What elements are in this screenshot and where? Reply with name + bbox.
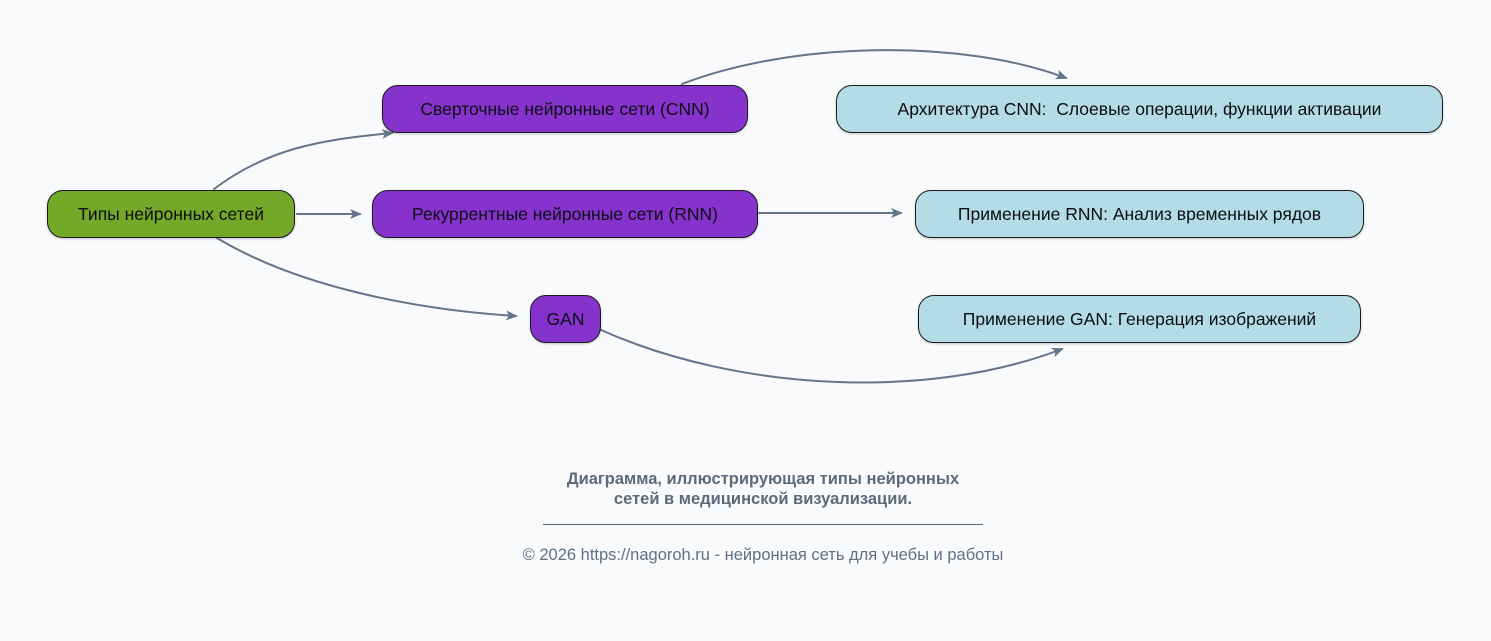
node-cnn-label: Сверточные нейронные сети (CNN) xyxy=(420,98,710,119)
node-rnn-application-label: Применение RNN: Анализ временных рядов xyxy=(957,203,1322,224)
diagram-caption: Диаграмма, иллюстрирующая типы нейронных… xyxy=(567,469,959,509)
node-neural-network-types: Типы нейронных сетей xyxy=(47,190,295,238)
copyright-text: © 2026 https://nagoroh.ru - нейронная се… xyxy=(522,546,1004,564)
node-rnn-application: Применение RNN: Анализ временных рядов xyxy=(915,190,1364,238)
edge-root-to-cnn xyxy=(213,128,394,190)
node-rnn: Рекуррентные нейронные сети (RNN) xyxy=(372,190,758,238)
diagram-caption-line2: сетей в медицинской визуализации. xyxy=(613,490,913,508)
node-cnn-architecture-label: Архитектура CNN: Слоевые операции, функц… xyxy=(897,98,1382,119)
node-gan-label: GAN xyxy=(546,308,585,329)
edge-cnn-to-cnn-detail xyxy=(681,49,1068,85)
node-gan: GAN xyxy=(530,295,601,343)
node-cnn-architecture: Архитектура CNN: Слоевые операции, функц… xyxy=(836,85,1443,133)
edge-root-to-gan xyxy=(216,237,518,321)
node-cnn: Сверточные нейронные сети (CNN) xyxy=(382,85,748,133)
node-gan-application: Применение GAN: Генерация изображений xyxy=(918,295,1361,343)
node-gan-application-label: Применение GAN: Генерация изображений xyxy=(962,308,1317,329)
footer-divider xyxy=(543,524,983,525)
diagram-caption-line1: Диаграмма, иллюстрирующая типы нейронных xyxy=(566,470,960,488)
node-rnn-label: Рекуррентные нейронные сети (RNN) xyxy=(411,203,719,224)
node-neural-network-types-label: Типы нейронных сетей xyxy=(78,203,264,224)
